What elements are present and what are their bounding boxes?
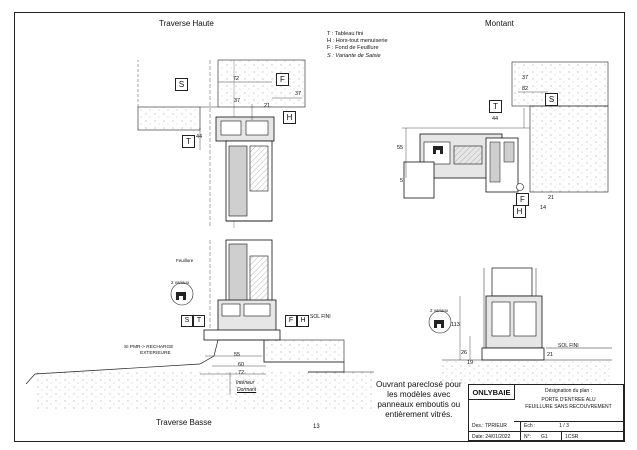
note-ouvrant: Ouvrant pareclosé pour les modèles avec … bbox=[376, 380, 462, 420]
marker-h-basse: H bbox=[297, 315, 309, 327]
marker-h-haute: H bbox=[283, 111, 296, 124]
dim-montant-14: 14 bbox=[540, 205, 547, 211]
title-traverse-basse: Traverse Basse bbox=[156, 418, 212, 427]
date: Date: 24/01/2022 bbox=[472, 434, 511, 440]
label-exterieure: EXTERIEURE bbox=[140, 351, 171, 356]
legend-item-s: S : Variante de Saisie bbox=[327, 52, 381, 59]
num-label: N°: bbox=[520, 432, 538, 442]
label-feuillure: Feuillure bbox=[176, 258, 194, 263]
dim-basse-113: 113 bbox=[451, 322, 460, 328]
scale-label: Ech : bbox=[520, 421, 546, 431]
note-line: panneaux emboutis ou bbox=[377, 400, 461, 409]
note-line: Ouvrant pareclosé pour bbox=[376, 380, 462, 389]
dim-basse-26: 26 bbox=[461, 350, 468, 356]
dim-haute-44: 44 bbox=[196, 134, 203, 140]
marker-f-basse: F bbox=[285, 315, 297, 327]
label-sol-fini-right: SOL FINI bbox=[558, 343, 579, 349]
note-line: entièrement vitrés. bbox=[385, 410, 453, 419]
dim-basse-19: 19 bbox=[467, 360, 474, 366]
label-interieur: Intérieur bbox=[236, 380, 255, 386]
page-number: 13 bbox=[313, 424, 320, 430]
label-variant-bottom: 2 variaux bbox=[430, 308, 449, 313]
dim-haute-37: 37 bbox=[234, 98, 241, 104]
dim-basse-72: 72 bbox=[238, 370, 245, 376]
designation: Désignation du plan : PORTE D'ENTREE ALU… bbox=[514, 385, 623, 422]
marker-f-haute: F bbox=[276, 73, 289, 86]
designer: Des.: TPRIEUR bbox=[472, 423, 507, 429]
dim-montant-55: 55 bbox=[397, 145, 404, 151]
row-date: Date: 24/01/2022 N°: G1 1CSR bbox=[469, 431, 623, 442]
legend-item-f: F : Fond de Feuillure bbox=[327, 45, 379, 52]
montant-section bbox=[402, 61, 609, 199]
traverse-haute-section bbox=[137, 59, 306, 228]
variant-icon-top bbox=[170, 282, 194, 306]
traverse-basse-section bbox=[25, 239, 374, 410]
legend-item-t: T : Tableau fini bbox=[327, 31, 364, 37]
num-value: G1 bbox=[541, 434, 548, 440]
label-variant-top: 2 variaux bbox=[171, 280, 190, 285]
dim-montant-21: 21 bbox=[548, 195, 555, 201]
marker-t-montant: T bbox=[489, 100, 502, 113]
brand-logo: ONLYBAIE bbox=[469, 385, 515, 400]
designation-line1: PORTE D'ENTREE ALU bbox=[541, 397, 596, 403]
dim-basse-60: 60 bbox=[238, 362, 245, 368]
designation-label: Désignation du plan : bbox=[545, 388, 592, 394]
designation-line2: FEUILLURE SANS RECOUVREMENT bbox=[525, 404, 612, 410]
drawing-sheet bbox=[14, 12, 625, 442]
dim-montant-5: 5 bbox=[400, 178, 404, 184]
marker-t-haute: T bbox=[182, 135, 195, 148]
dim-montant-37: 37 bbox=[522, 75, 529, 81]
marker-h-montant: H bbox=[513, 205, 526, 218]
label-si-pmr: SI PMR-> RECHARGE bbox=[124, 345, 174, 350]
variant-icon-montant bbox=[433, 146, 443, 154]
dim-haute-72: 72 bbox=[233, 76, 240, 82]
title-block: ONLYBAIE Désignation du plan : PORTE D'E… bbox=[468, 384, 624, 442]
dim-basse-55: 55 bbox=[234, 352, 241, 358]
scale-value: 1 / 3 bbox=[559, 423, 569, 429]
title-traverse-haute: Traverse Haute bbox=[159, 19, 214, 28]
dim-haute-21: 21 bbox=[264, 103, 271, 109]
row-des: Des.: TPRIEUR Ech : 1 / 3 bbox=[469, 421, 623, 431]
label-dormant: Dormant bbox=[237, 387, 257, 393]
legend-item-h: H : Hors-tout menuiserie bbox=[327, 38, 388, 45]
montant-bas-section bbox=[442, 267, 612, 384]
note-line: les modèles avec bbox=[387, 390, 451, 399]
dim-montant-82: 82 bbox=[522, 86, 529, 92]
legend: T : Tableau fini H : Hors-tout menuiseri… bbox=[327, 31, 388, 60]
dim-basse-21: 21 bbox=[547, 352, 554, 358]
ref-code: 1CSR bbox=[561, 432, 578, 442]
dim-haute-37b: 37 bbox=[295, 91, 302, 97]
marker-t-basse: T bbox=[193, 315, 205, 327]
variant-icon-bottom bbox=[428, 310, 452, 334]
marker-s-montant: S bbox=[545, 93, 558, 106]
dim-montant-44: 44 bbox=[492, 116, 499, 122]
marker-s-haute: S bbox=[175, 78, 188, 91]
marker-s-basse: S bbox=[181, 315, 193, 327]
title-montant: Montant bbox=[485, 19, 514, 28]
label-sol-fini-left: SOL FINI bbox=[310, 314, 331, 320]
